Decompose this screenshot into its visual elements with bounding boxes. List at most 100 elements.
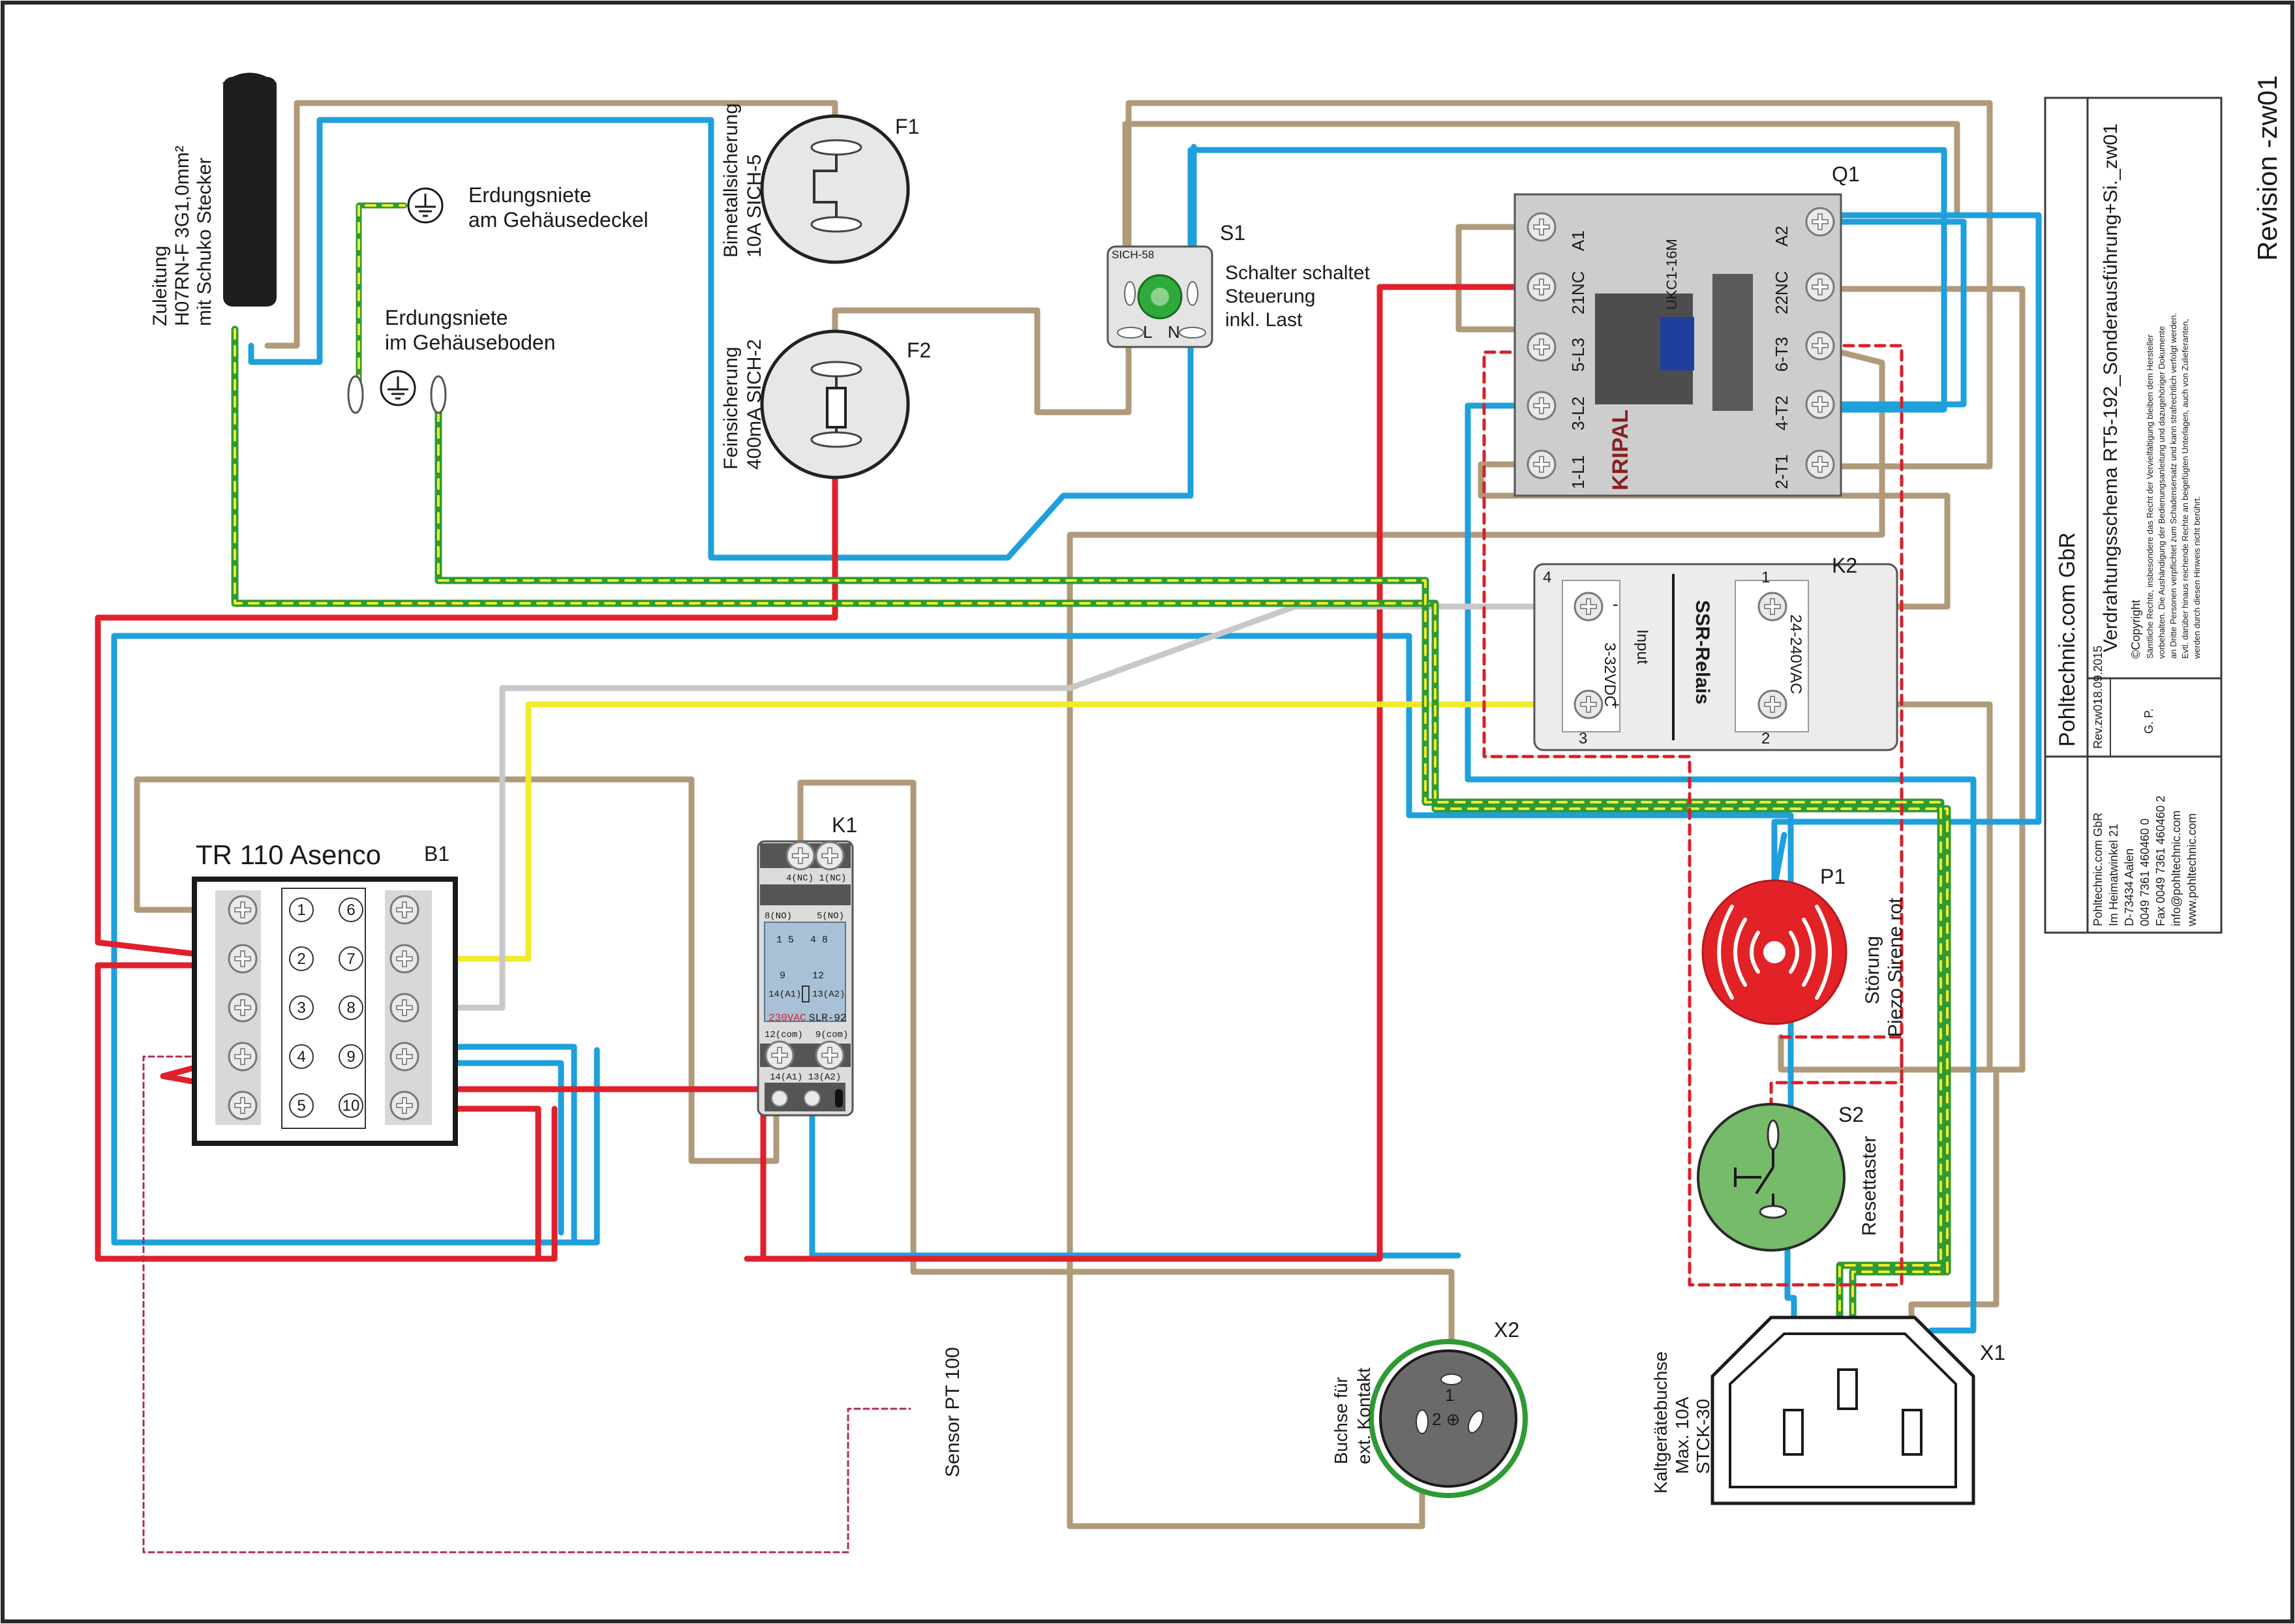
k2-pin4: 4 bbox=[1543, 569, 1551, 586]
wire-brown-b1-to-k1 bbox=[134, 776, 780, 1164]
wire-blue-p1-feed bbox=[1771, 832, 1787, 890]
supply-cable-label-3: mit Schuko Stecker bbox=[194, 158, 215, 326]
b1-num-1: 1 bbox=[297, 901, 305, 919]
f2-label-1: Feinsicherung bbox=[720, 347, 742, 470]
k1-row4: 14(A1) 13(A2) bbox=[770, 1072, 841, 1083]
s1-desc-3: inkl. Last bbox=[1225, 309, 1303, 331]
s2-label: Resettaster bbox=[1859, 1136, 1880, 1236]
wire-pe-group bbox=[231, 202, 1951, 1367]
wire-dashed-sensor-pt100 bbox=[142, 1055, 911, 1554]
ground-rivet-lid: Erdungsniete am Gehäusedeckel bbox=[407, 183, 648, 232]
supply-cable: Zuleitung H07RN-F 3G1,0mm² mit Schuko St… bbox=[149, 72, 277, 326]
title-rev-label: Rev.zw01 bbox=[2091, 698, 2105, 749]
screw-terminal-icon bbox=[1805, 331, 1835, 361]
k1-voltage: 230VAC bbox=[768, 1012, 806, 1024]
screw-terminal-icon bbox=[815, 1040, 845, 1070]
q1-pin-a1: A1 bbox=[1568, 230, 1588, 251]
wire-red-21nc-to-b1 bbox=[744, 284, 1545, 1262]
controller-b1: TR 110 Asenco B1 1 2 3 4 5 bbox=[192, 839, 458, 1146]
q1-pin-5l3: 5-L3 bbox=[1568, 338, 1588, 372]
x1-label-2: Max. 10A bbox=[1672, 1396, 1692, 1474]
copyright-line-3: an Dritte Personen verpflichtet zum Scha… bbox=[2168, 313, 2178, 659]
k1-row3-a: 12(com) bbox=[765, 1030, 803, 1040]
s1-pin-n: N bbox=[1168, 322, 1180, 342]
screw-terminal-icon bbox=[1805, 272, 1835, 302]
screw-terminal-icon bbox=[1573, 689, 1603, 719]
p1-ref: P1 bbox=[1820, 865, 1846, 888]
siren-p1: P1 Störung Piezo Sirene rot bbox=[1701, 865, 1906, 1037]
siren-icon bbox=[1717, 905, 1832, 1000]
q1-right-terminals: A2 22NC 6-T3 4-T2 2-T1 bbox=[1772, 207, 1835, 489]
screw-terminal-icon bbox=[1527, 391, 1557, 421]
title-initials: G. P. bbox=[2142, 708, 2155, 734]
iec-inlet-x1: X1 Kaltgerätebuchse Max. 10A STCK-30 bbox=[1650, 1316, 2005, 1505]
wire-yellow-b1-to-ssr-plus bbox=[404, 701, 1592, 962]
screw-terminal-icon bbox=[1573, 592, 1603, 622]
k1-row1: 4(NC) 1(NC) bbox=[786, 873, 846, 884]
relay-k1: K1 4(NC) 1(NC) 8(NO) 5(NO) 1 5 4 8 9 12 … bbox=[757, 813, 857, 1117]
s1-model: SICH-58 bbox=[1112, 248, 1154, 261]
screw-terminal-icon bbox=[389, 1042, 419, 1072]
ground-lid-label-2: am Gehäusedeckel bbox=[468, 208, 648, 232]
q1-pin-22nc: 22NC bbox=[1772, 271, 1791, 314]
wire-blue-k1-13 bbox=[809, 1099, 1461, 1259]
reset-button-s2: S2 Resettaster bbox=[1697, 1103, 1880, 1252]
x2-ref: X2 bbox=[1494, 1318, 1519, 1342]
wire-dashed-control-loop-q1 bbox=[1482, 344, 1904, 1287]
q1-pin-4t2: 4-T2 bbox=[1772, 396, 1791, 430]
k2-input: Input bbox=[1634, 629, 1651, 665]
k2-out-range: 24-240VAC bbox=[1787, 614, 1804, 694]
wire-blue-x1-n bbox=[111, 633, 1797, 1425]
address-line-3: D-73434 Aalen bbox=[2123, 849, 2136, 926]
contactor-q1: UKC1-16M KRIPAL A1 21NC 5-L3 3-L2 1-L1 A… bbox=[1513, 162, 1860, 497]
x2-label-1: Buchse für bbox=[1331, 1377, 1351, 1464]
wires bbox=[95, 100, 2042, 1554]
x2-label-2: ext. Kontakt bbox=[1354, 1368, 1374, 1464]
address-line-6: info@pohltechnic.com bbox=[2170, 811, 2183, 926]
b1-num-3: 3 bbox=[297, 999, 305, 1017]
ground-floor-label-1: Erdungsniete bbox=[385, 306, 508, 329]
k1-row3-b: 9(com) bbox=[815, 1030, 848, 1040]
title-date: 18.09.2015 bbox=[2091, 646, 2105, 704]
wire-blue-supply-to-f1 bbox=[248, 117, 1947, 561]
revision-label: Revision -zw01 bbox=[2252, 75, 2283, 261]
b1-ref: B1 bbox=[424, 842, 449, 865]
wire-brown-6t3-to-sirene bbox=[1067, 344, 1885, 1529]
wire-brown-s1-l-to-q1 bbox=[1122, 121, 1960, 336]
title-company: Pohltechnic.com GbR bbox=[2055, 532, 2080, 747]
screw-terminal-icon bbox=[815, 841, 845, 871]
screw-terminal-icon bbox=[1527, 272, 1557, 302]
screw-terminal-icon bbox=[785, 841, 815, 871]
screw-terminal-icon bbox=[228, 993, 258, 1023]
k1-ref: K1 bbox=[832, 813, 857, 837]
fuse-f2: F2 Feinsicherung 400mA SICH-2 bbox=[720, 329, 931, 479]
k1-inner-2: 4 8 bbox=[810, 935, 828, 946]
k1-inner-1: 1 5 bbox=[776, 935, 794, 946]
k2-ref: K2 bbox=[1832, 554, 1857, 577]
screw-terminal-icon bbox=[228, 944, 258, 974]
b1-num-2: 2 bbox=[297, 950, 305, 968]
b1-num-7: 7 bbox=[346, 950, 355, 968]
f2-ref: F2 bbox=[907, 338, 931, 362]
wire-brown-f2-to-s1 bbox=[832, 100, 1993, 470]
copyright-line-2: vorbehalten. Die Aushändigung der Bedien… bbox=[2157, 326, 2166, 659]
wire-brown-k1-to-x2 bbox=[797, 779, 1455, 1379]
f1-label-2: 10A SICH-5 bbox=[744, 155, 765, 258]
q1-pin-6t3: 6-T3 bbox=[1772, 337, 1791, 372]
s2-ref: S2 bbox=[1838, 1103, 1864, 1126]
s1-desc-2: Steuerung bbox=[1225, 286, 1315, 307]
screw-terminal-icon bbox=[1527, 449, 1557, 479]
title-schema: Verdrahtungsschema RT5-192_Sonderausführ… bbox=[2100, 123, 2121, 652]
address-line-4: 0049 7361 460460 0 bbox=[2138, 819, 2151, 926]
k1-row2-a: 8(NO) bbox=[765, 911, 792, 922]
x2-pin-1: 1 bbox=[1445, 1385, 1454, 1405]
switch-s1: SICH-58 L N S1 Schalter schaltet Steueru… bbox=[1106, 221, 1370, 348]
screw-terminal-icon bbox=[1757, 689, 1787, 719]
wire-dashed-s2-loop bbox=[1769, 1035, 1904, 1143]
k1-coil-b: 13(A2) bbox=[812, 989, 845, 1000]
k2-pin2: 2 bbox=[1761, 730, 1770, 747]
x2-pin-2: 2 ⊕ bbox=[1432, 1409, 1460, 1429]
screw-terminal-icon bbox=[389, 895, 419, 925]
ssr-relay-k2: SSR-Relais Input 3-32VDC 24-240VAC - + 4… bbox=[1533, 554, 1898, 751]
